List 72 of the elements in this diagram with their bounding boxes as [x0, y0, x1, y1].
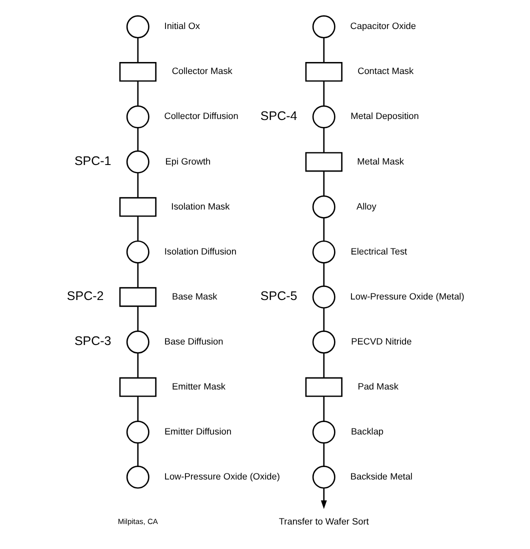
node-label: SPC-4 [260, 108, 297, 123]
node-label: Base Mask [171, 291, 217, 302]
connector [322, 262, 324, 286]
node-circle [126, 420, 149, 444]
node-label: Emitter Mask [172, 381, 225, 392]
connector [322, 218, 324, 241]
node-label: Isolation Diffusion [164, 246, 236, 256]
node-label: Epi Growth [164, 156, 210, 166]
node-label: Backlap [350, 426, 384, 436]
connector [322, 396, 324, 422]
node-box [118, 377, 156, 397]
node-box [304, 62, 342, 82]
connector [136, 262, 138, 288]
node-label: SPC-2 [66, 288, 104, 303]
connector [136, 306, 138, 332]
node-circle [312, 420, 335, 444]
node-label: Base Diffusion [164, 336, 223, 346]
node-circle [312, 466, 335, 489]
node-circle [126, 240, 149, 264]
node-label: Pad Mask [357, 381, 398, 392]
node-label: Metal Deposition [350, 111, 418, 122]
node-label: PECVD Nitride [350, 336, 412, 346]
connector [136, 443, 138, 466]
connector [136, 352, 138, 378]
connector [136, 172, 138, 198]
node-label: Collector Diffusion [164, 111, 238, 122]
node-circle [312, 286, 335, 309]
connector [136, 38, 138, 62]
node-circle [126, 330, 149, 354]
node-label: Alloy [356, 201, 376, 212]
connector [136, 216, 138, 241]
node-circle [126, 466, 149, 489]
node-label: SPC-1 [74, 154, 111, 168]
node-box [118, 287, 156, 307]
node-label: Initial Ox [164, 21, 200, 32]
node-label: Low-Pressure Oxide (Oxide) [164, 471, 280, 482]
node-text: Transfer to Wafer Sort [278, 516, 368, 527]
node-circle [126, 105, 149, 128]
node-label: SPC-5 [260, 288, 297, 303]
node-label: Backside Metal [350, 471, 412, 482]
node-box [118, 62, 156, 82]
connector [136, 81, 138, 106]
connector [322, 38, 324, 62]
node-label: Metal Mask [356, 156, 404, 166]
connector [136, 396, 138, 422]
node-label: Isolation Mask [170, 201, 230, 212]
node-circle [312, 15, 335, 38]
node-label: Collector Mask [171, 66, 232, 76]
node-label: Emitter Diffusion [164, 426, 231, 436]
connector [322, 81, 324, 106]
node-circle [312, 330, 335, 354]
node-label: Contact Mask [357, 66, 414, 76]
node-label: Capacitor Oxide [350, 21, 416, 32]
node-box [118, 197, 156, 217]
node-label: Electrical Test [350, 246, 407, 256]
connector [136, 128, 138, 151]
connector [322, 308, 324, 331]
node-box [304, 152, 342, 172]
connector [322, 443, 324, 466]
node-circle [312, 195, 335, 218]
node-box [304, 377, 342, 397]
node-label: Low-Pressure Oxide (Metal) [350, 291, 464, 302]
node-circle [126, 150, 149, 174]
arrow [320, 488, 326, 509]
connector [322, 352, 324, 378]
label: Milpitas, CA [117, 517, 158, 526]
connector [322, 128, 324, 153]
node-label: SPC-3 [74, 334, 111, 348]
node-circle [312, 240, 335, 264]
node-circle [126, 15, 149, 38]
connector [322, 171, 324, 196]
node-circle [312, 105, 335, 128]
